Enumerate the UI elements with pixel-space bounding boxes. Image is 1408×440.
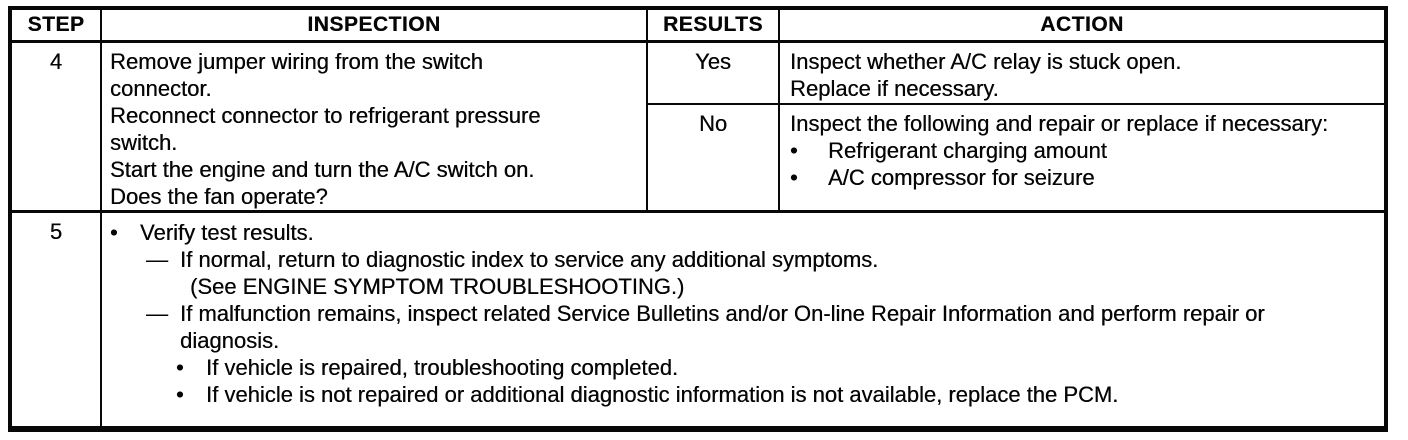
action-intro-line: Inspect the following and repair or repl… [790, 111, 1329, 136]
step-number-cell: 4 [12, 43, 102, 210]
header-step: STEP [12, 10, 102, 40]
header-results: RESULTS [648, 10, 780, 40]
vehicle-repaired-item: • If vehicle is repaired, troubleshootin… [176, 354, 1366, 381]
bullet-marker: • [790, 138, 798, 163]
step-number-cell: 5 [12, 213, 102, 426]
bullet-marker: • [110, 220, 118, 245]
header-action: ACTION [1040, 13, 1124, 36]
action-bullet-text: Refrigerant charging amount [828, 138, 1107, 163]
if-normal-item: — If normal, return to diagnostic index … [146, 246, 1366, 273]
dash-marker: — [146, 301, 168, 326]
action-cell-no: Inspect the following and repair or repl… [780, 105, 1384, 210]
table-row-step-5: 5 • Verify test results. — If normal, re… [12, 213, 1384, 426]
action-line: Replace if necessary. [790, 76, 999, 101]
action-cell-yes: Inspect whether A/C relay is stuck open.… [780, 43, 1384, 103]
if-malfunction-item: — If malfunction remains, inspect relate… [146, 300, 1366, 354]
table-header-row: STEP INSPECTION RESULTS ACTION [12, 10, 1384, 43]
inspection-sentence: Does the fan operate? [110, 184, 328, 209]
bullet-marker: • [790, 165, 798, 190]
if-normal-text: If normal, return to diagnostic index to… [180, 247, 879, 272]
vehicle-not-repaired-item: • If vehicle is not repaired or addition… [176, 381, 1366, 408]
bullet-marker: • [176, 382, 184, 407]
dash-marker: — [146, 247, 168, 272]
branch-no: No Inspect the following and repair or r… [648, 105, 1384, 210]
if-malfunction-text: If malfunction remains, inspect related … [180, 301, 1265, 353]
verify-text: Verify test results. [140, 220, 314, 245]
verify-results-cell: • Verify test results. — If normal, retu… [102, 213, 1384, 426]
inspection-cell: Remove jumper wiring from the switch con… [102, 43, 648, 210]
action-bullet-text: A/C compressor for seizure [828, 165, 1095, 190]
inspection-sentence: Reconnect connector to refrigerant press… [110, 103, 541, 155]
branch-yes: Yes Inspect whether A/C relay is stuck o… [648, 43, 1384, 105]
see-reference-text: (See ENGINE SYMPTOM TROUBLESHOOTING.) [190, 274, 685, 299]
bullet-marker: • [176, 355, 184, 380]
result-cell-yes: Yes [648, 43, 780, 103]
result-cell-no: No [648, 105, 780, 210]
header-inspection: INSPECTION [102, 10, 648, 40]
inspection-sentence: Remove jumper wiring from the switch con… [110, 49, 483, 101]
result-branches: Yes Inspect whether A/C relay is stuck o… [648, 43, 1384, 210]
troubleshooting-table: STEP INSPECTION RESULTS ACTION 4 Remove … [8, 6, 1388, 432]
action-line: Inspect whether A/C relay is stuck open. [790, 49, 1182, 74]
inspection-sentence: Start the engine and turn the A/C switch… [110, 157, 535, 182]
action-bullet-item: • Refrigerant charging amount [790, 137, 1372, 164]
inspection-text: Remove jumper wiring from the switch con… [110, 48, 588, 210]
table-row-step-4: 4 Remove jumper wiring from the switch c… [12, 43, 1384, 213]
action-bullet-item: • A/C compressor for seizure [790, 164, 1372, 191]
vehicle-repaired-text: If vehicle is repaired, troubleshooting … [206, 355, 679, 380]
verify-item: • Verify test results. [110, 219, 1366, 246]
vehicle-not-repaired-text: If vehicle is not repaired or additional… [206, 382, 1119, 407]
